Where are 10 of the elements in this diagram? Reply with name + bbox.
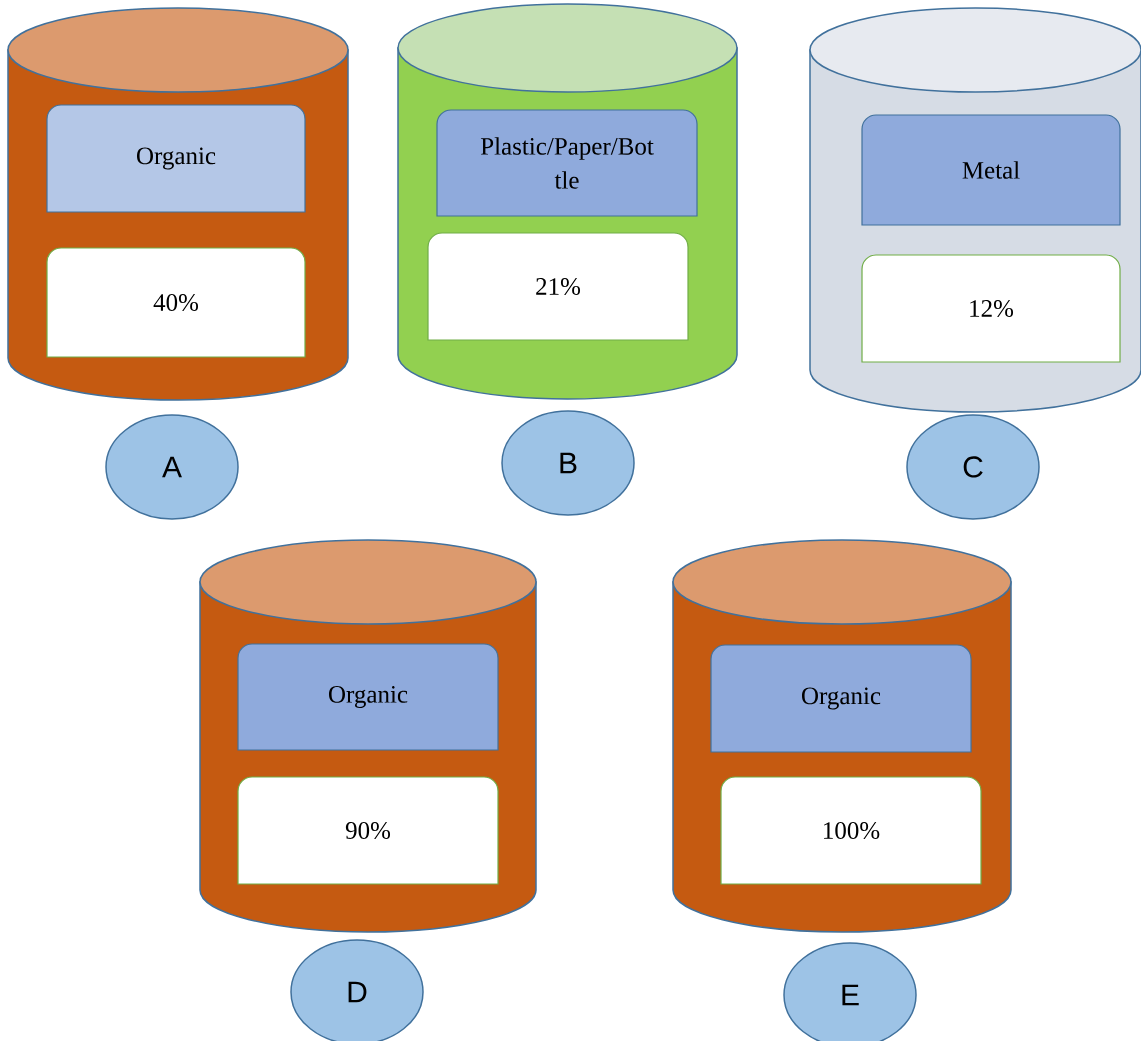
value-box: 100% xyxy=(720,776,982,885)
value-box: 40% xyxy=(46,247,306,358)
label-box: Organic xyxy=(46,104,306,213)
label-box: Organic xyxy=(710,644,972,753)
label-box: Plastic/Paper/Bot tle xyxy=(436,109,698,217)
value-box: 21% xyxy=(427,232,689,341)
value-box: 90% xyxy=(237,776,499,885)
value-box: 12% xyxy=(861,254,1121,363)
label-box: Organic xyxy=(237,643,499,751)
label-box: Metal xyxy=(861,114,1121,226)
